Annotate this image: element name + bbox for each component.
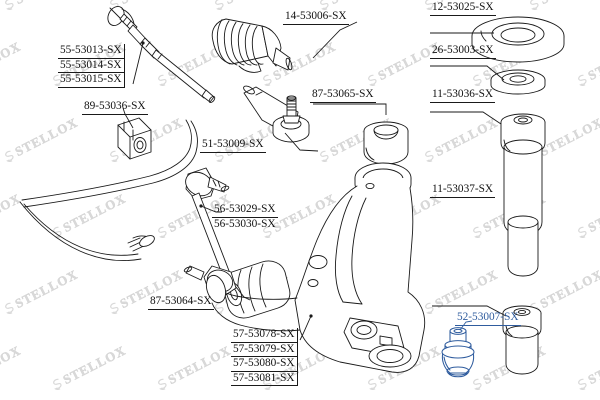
part-number[interactable]: 51-53009-SX xyxy=(200,138,266,153)
part-number[interactable]: 55-53015-SX xyxy=(58,73,125,88)
part-number[interactable]: 57-53081-SX xyxy=(231,371,298,387)
part-number[interactable]: 14-53006-SX xyxy=(283,10,349,25)
label-stabilizer-bushing[interactable]: 89-53036-SX xyxy=(82,100,148,115)
part-arm-bushing-rear xyxy=(222,260,291,319)
label-control-arm[interactable]: 57-53078-SX 57-53079-SX 57-53080-SX 57-5… xyxy=(231,328,298,387)
part-number[interactable]: 11-53036-SX xyxy=(430,88,496,103)
part-number[interactable]: 57-53079-SX xyxy=(231,342,298,358)
part-number[interactable]: 12-53025-SX xyxy=(430,1,496,16)
part-stabilizer-bar xyxy=(19,119,198,262)
part-number[interactable]: 55-53013-SX xyxy=(58,44,125,59)
part-arm-bushing-front xyxy=(363,121,409,165)
label-outer-tie-rod[interactable]: 51-53009-SX xyxy=(200,138,266,153)
part-dust-cover xyxy=(500,113,546,277)
part-strut-mount xyxy=(471,16,565,63)
part-number[interactable]: 52-53007-SX xyxy=(455,311,521,326)
leader-line-ball-joint xyxy=(459,320,473,331)
part-ball-joint-highlighted xyxy=(441,327,475,378)
label-ball-joint[interactable]: 52-53007-SX xyxy=(455,311,521,326)
part-control-arm xyxy=(205,162,426,373)
label-strut-mount[interactable]: 12-53025-SX xyxy=(430,1,496,16)
part-number[interactable]: 56-53030-SX xyxy=(214,217,276,230)
label-stabilizer-link[interactable]: 56-53029-SX 56-53030-SX xyxy=(212,203,278,231)
part-bump-stop xyxy=(502,305,542,375)
part-number[interactable]: 26-53003-SX xyxy=(430,44,496,59)
label-dust-cover[interactable]: 11-53036-SX xyxy=(430,88,496,103)
part-number[interactable]: 89-53036-SX xyxy=(82,100,148,115)
part-steering-boot xyxy=(211,18,293,73)
part-stabilizer-bushing xyxy=(117,117,152,160)
label-arm-bushing-front[interactable]: 87-53065-SX xyxy=(310,88,376,103)
part-number[interactable]: 57-53078-SX xyxy=(231,328,298,343)
label-inner-tie-rod[interactable]: 55-53013-SX 55-53014-SX 55-53015-SX xyxy=(58,44,125,88)
part-inner-tie-rod xyxy=(107,6,216,103)
label-strut-bearing[interactable]: 26-53003-SX xyxy=(430,44,496,59)
part-number[interactable]: 11-53037-SX xyxy=(430,183,496,198)
part-number[interactable]: 87-53064-SX xyxy=(148,295,214,310)
part-stabilizer-link xyxy=(183,167,237,297)
label-arm-bushing-rear[interactable]: 87-53064-SX xyxy=(148,295,214,310)
label-bump-stop[interactable]: 11-53037-SX xyxy=(430,183,496,198)
part-number[interactable]: 87-53065-SX xyxy=(310,88,376,103)
part-number[interactable]: 56-53029-SX xyxy=(212,203,278,218)
part-number[interactable]: 55-53014-SX xyxy=(58,58,125,74)
part-number[interactable]: 57-53080-SX xyxy=(231,357,298,372)
part-outer-tie-rod-end xyxy=(243,85,310,143)
label-steering-boot[interactable]: 14-53006-SX xyxy=(283,10,349,25)
part-strut-bearing xyxy=(490,69,546,95)
